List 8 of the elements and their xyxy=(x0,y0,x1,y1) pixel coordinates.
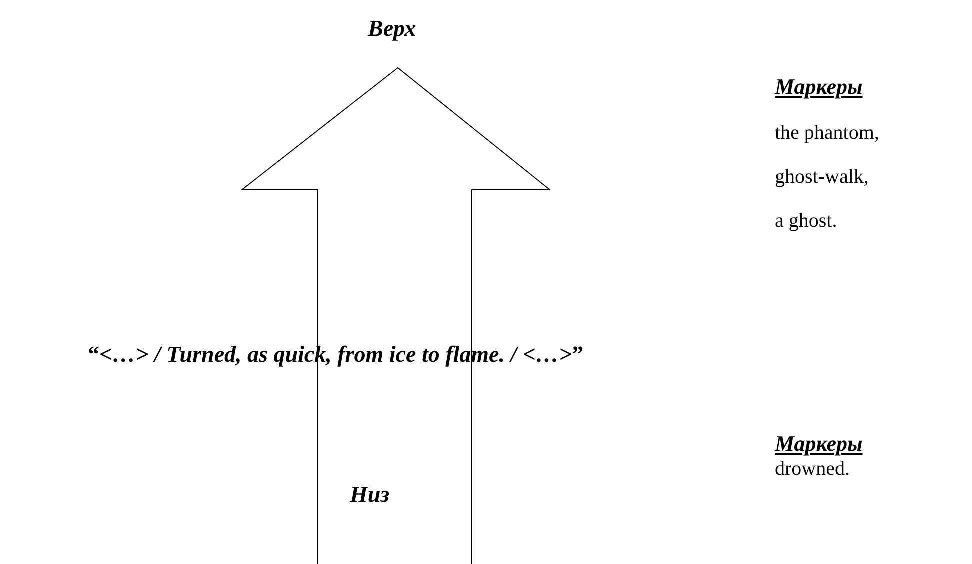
text-label: Верх xyxy=(368,16,416,42)
text-label: drowned. xyxy=(775,458,850,481)
text-label: Низ xyxy=(350,482,390,508)
section-heading: Маркеры xyxy=(775,74,863,100)
text-label: ghost-walk, xyxy=(775,166,869,189)
text-label: the phantom, xyxy=(775,122,880,145)
text-label: a ghost. xyxy=(775,210,838,233)
section-heading: Маркеры xyxy=(775,431,863,456)
